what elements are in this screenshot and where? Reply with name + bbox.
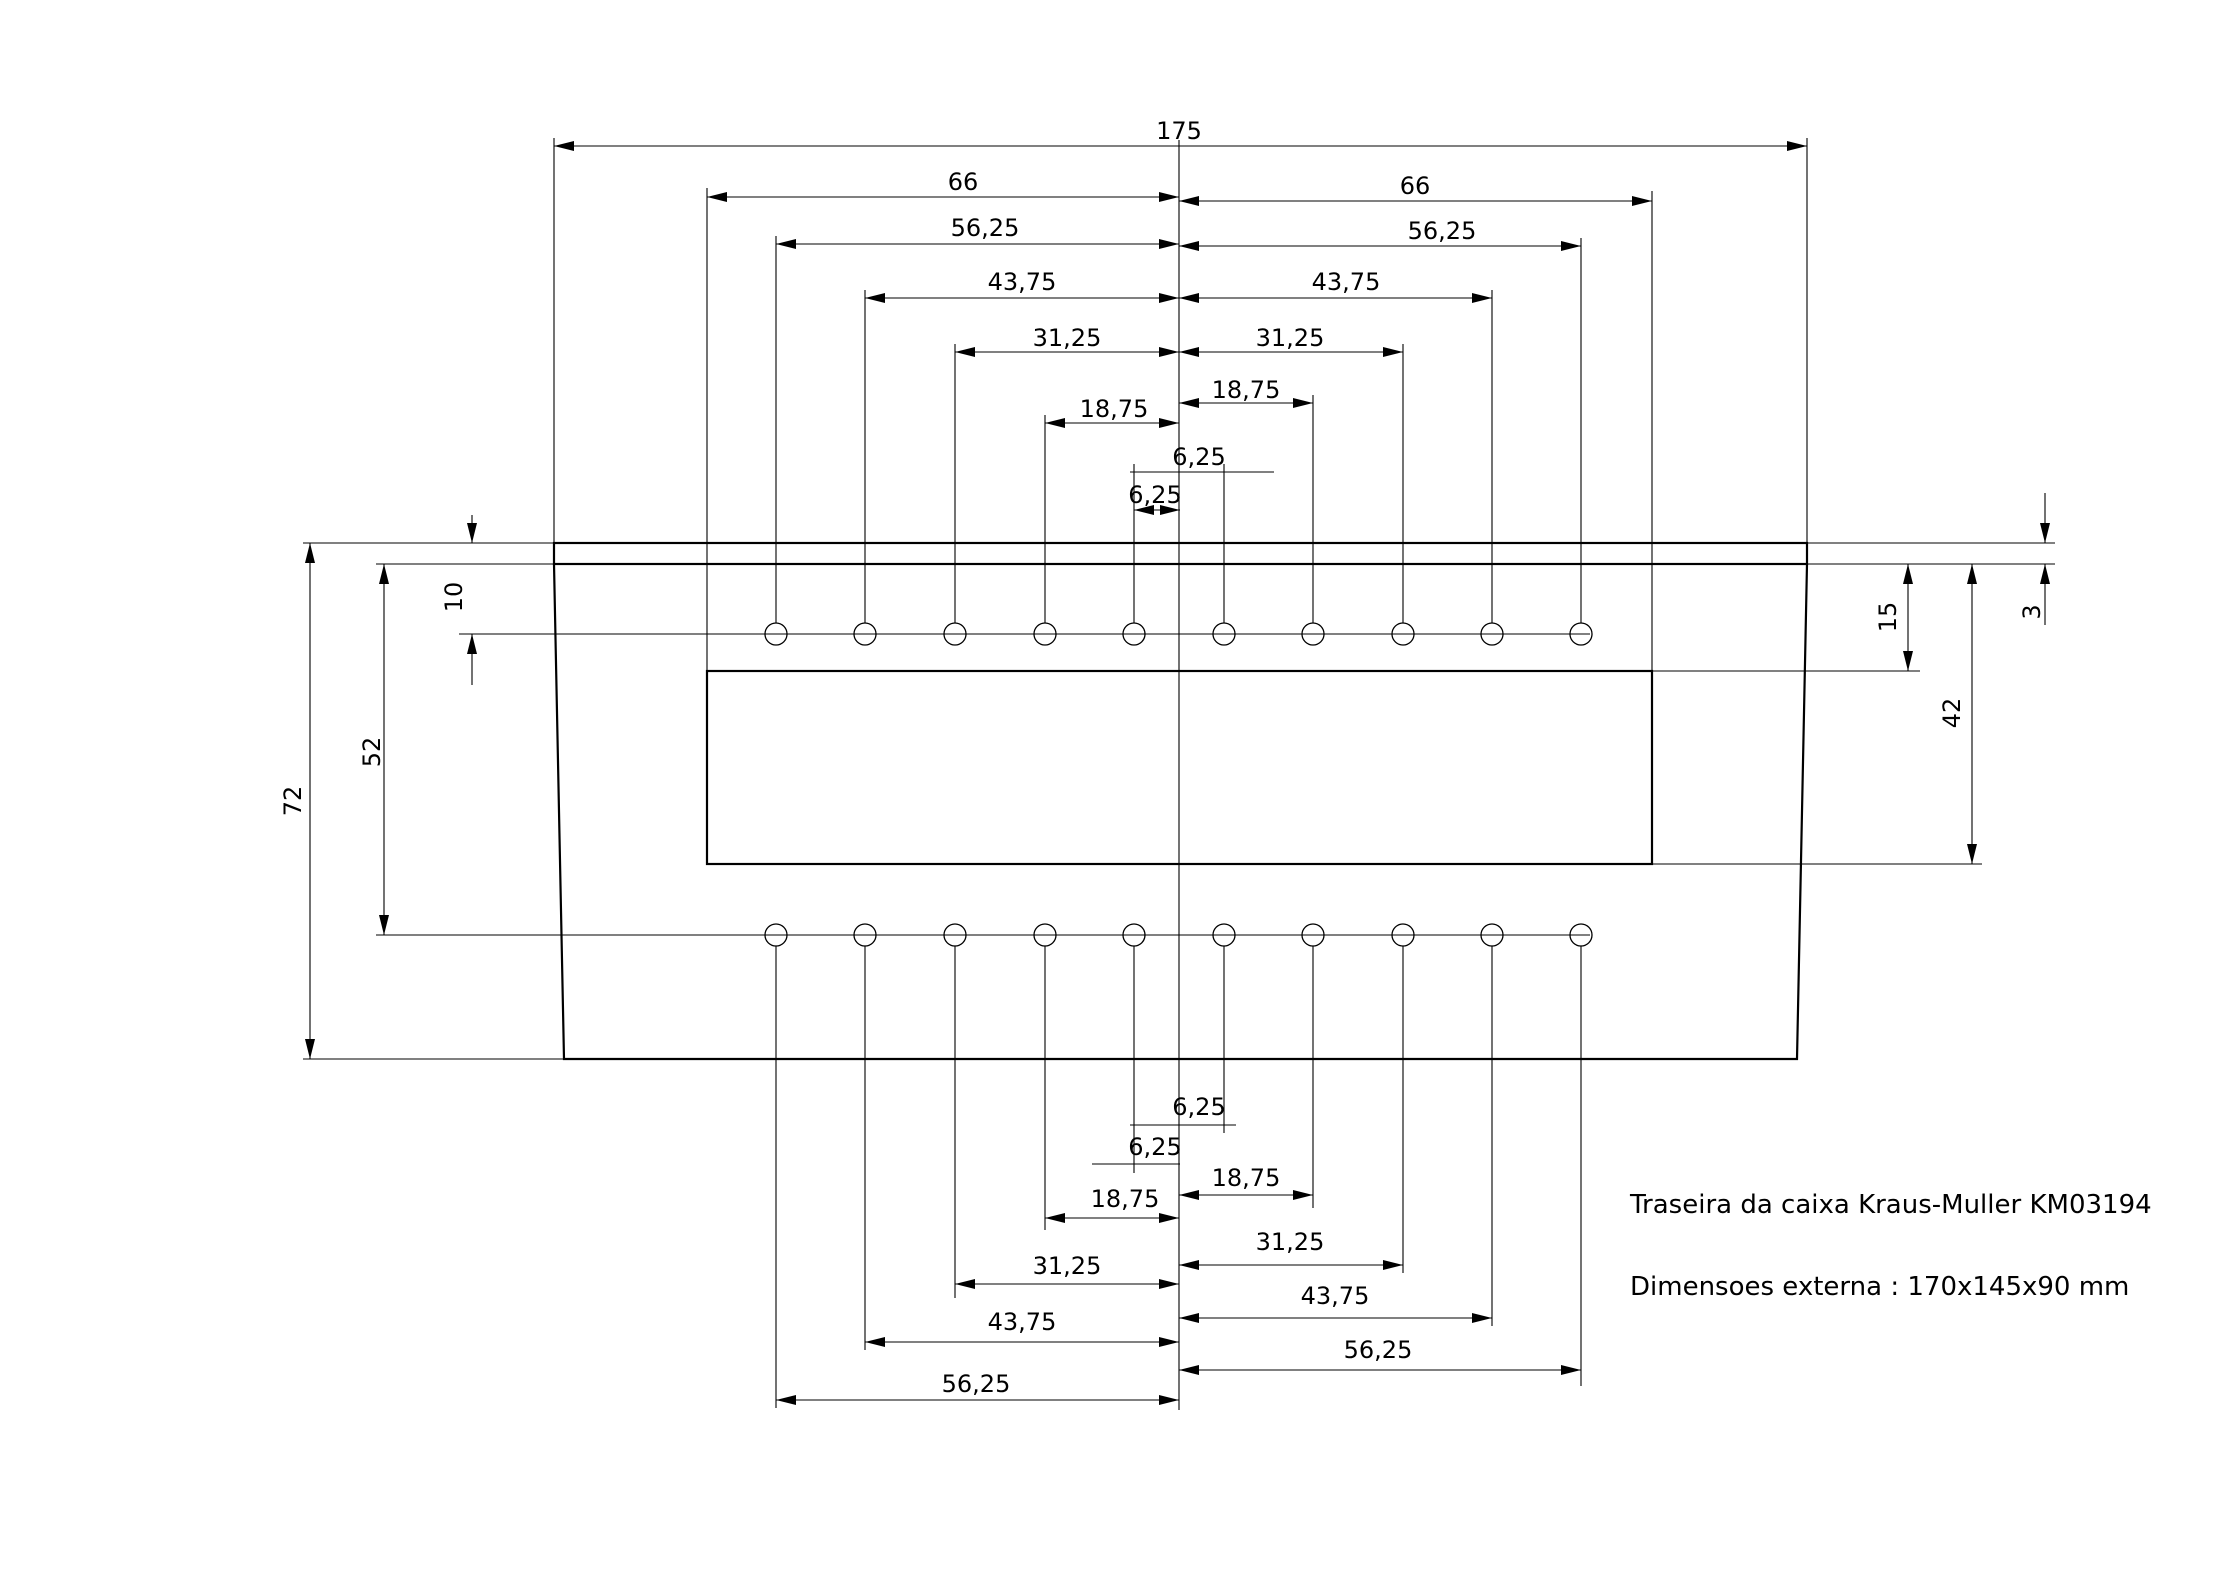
dim-half-left: 66 (948, 168, 979, 196)
hole-top (1569, 622, 1593, 646)
hole-bottom (1212, 923, 1236, 947)
dim-bot-left-0: 56,25 (942, 1370, 1011, 1398)
dim-top-right-3: 18,75 (1212, 376, 1281, 404)
hole-bottom (1569, 923, 1593, 947)
dimension-lines (305, 141, 2050, 1405)
dim-top-left-3: 18,75 (1080, 395, 1149, 423)
dim-bot-left-3: 18,75 (1091, 1185, 1160, 1213)
hole-top (943, 622, 967, 646)
dim-top-right-4: 6,25 (1172, 443, 1225, 471)
dim-bot-left-2: 31,25 (1033, 1252, 1102, 1280)
dim-bot-left-1: 43,75 (988, 1308, 1057, 1336)
holes-bottom-row (764, 923, 1593, 947)
dim-bot-right-0: 56,25 (1344, 1336, 1413, 1364)
dim-top-right-1: 43,75 (1312, 268, 1381, 296)
hole-bottom (853, 923, 877, 947)
dim-half-right: 66 (1400, 172, 1431, 200)
hole-bottom (1480, 923, 1504, 947)
dim-bot-right-2: 31,25 (1256, 1228, 1325, 1256)
dim-bot-right-4: 6,25 (1172, 1093, 1225, 1121)
hole-top (853, 622, 877, 646)
hole-bottom (943, 923, 967, 947)
hole-top (764, 622, 788, 646)
dim-window-bottom: 42 (1938, 698, 1966, 729)
hole-top (1033, 622, 1057, 646)
hole-top (1391, 622, 1415, 646)
hole-top (1122, 622, 1146, 646)
dim-top-left-0: 56,25 (951, 214, 1020, 242)
hole-bottom (1033, 923, 1057, 947)
dim-bot-left-4: 6,25 (1128, 1133, 1181, 1161)
hole-top (1301, 622, 1325, 646)
dim-height-holes: 52 (358, 737, 386, 768)
dim-height-total: 72 (279, 786, 307, 817)
drawing-title: Traseira da caixa Kraus-Muller KM03194 (1630, 1190, 2152, 1220)
dim-top-hole-offset: 10 (440, 582, 468, 613)
hole-top (1212, 622, 1236, 646)
box-outline (552, 541, 1809, 1061)
dim-top-left-2: 31,25 (1033, 324, 1102, 352)
dim-top-left-4: 6,25 (1128, 481, 1181, 509)
holes-top-row (764, 622, 1593, 646)
dim-top-right-2: 31,25 (1256, 324, 1325, 352)
dim-window-top: 15 (1874, 602, 1902, 633)
dim-rim-height: 3 (2018, 604, 2046, 619)
hole-bottom (1122, 923, 1146, 947)
dim-overall-width: 175 (1156, 117, 1202, 145)
extension-lines (303, 138, 2055, 1408)
hole-bottom (1301, 923, 1325, 947)
hole-bottom (764, 923, 788, 947)
hole-top (1480, 622, 1504, 646)
dim-top-right-0: 56,25 (1408, 217, 1477, 245)
drawing-subtitle: Dimensoes externa : 170x145x90 mm (1630, 1272, 2130, 1302)
dim-top-left-1: 43,75 (988, 268, 1057, 296)
dim-bot-right-3: 18,75 (1212, 1164, 1281, 1192)
dim-bot-right-1: 43,75 (1301, 1282, 1370, 1310)
hole-bottom (1391, 923, 1415, 947)
